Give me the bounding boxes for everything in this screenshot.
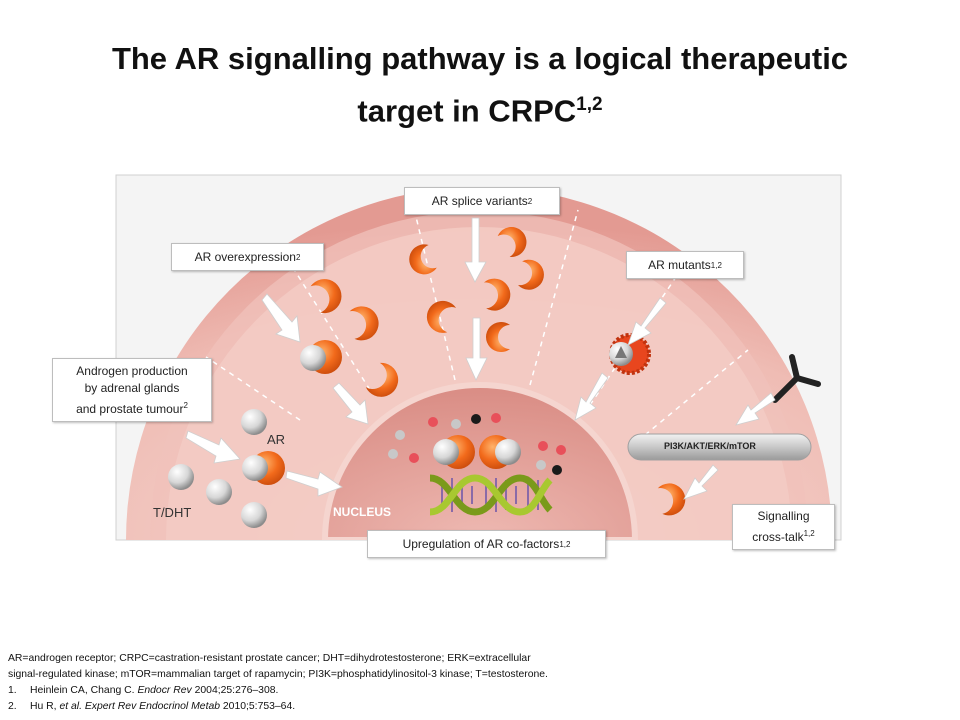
reference-details: 2004;25:276–308. <box>191 685 279 696</box>
nucleus <box>321 382 639 540</box>
reference-text: Hu R, <box>30 701 60 712</box>
androgen-sphere <box>168 464 194 490</box>
abbreviations-line2: signal-regulated kinase; mTOR=mammalian … <box>8 669 548 680</box>
receptor-icon <box>517 259 544 290</box>
callout-sup: 2 <box>527 196 533 206</box>
callout-line2: cross-talk <box>752 530 804 544</box>
callout-signalling-crosstalk: Signalling cross-talk1,2 <box>732 504 835 550</box>
mutant-receptor <box>609 333 651 375</box>
ar-dimers <box>433 435 521 469</box>
reference-journal: Endocr Rev <box>137 685 192 696</box>
page-title: The AR signalling pathway is a logical t… <box>80 36 880 134</box>
reference-details: 2010;5:753–64. <box>220 701 296 712</box>
co-factors <box>388 413 566 475</box>
nucleus-label: NUCLEUS <box>333 505 392 519</box>
androgen-sphere <box>241 502 267 528</box>
callout-line3: and prostate tumour <box>76 401 184 416</box>
arrow-to-nucleus-left <box>332 382 369 425</box>
callout-text: Upregulation of AR co-factors <box>402 536 560 551</box>
bound-receptor-overexpression <box>300 340 342 374</box>
arrows <box>185 217 776 500</box>
callout-text: AR splice variants <box>431 193 528 208</box>
callout-sup: 1,2 <box>559 539 571 549</box>
androgen-sphere <box>206 479 232 505</box>
pathway-pill <box>627 433 812 461</box>
receptor-icon <box>497 227 527 257</box>
receptor-icon <box>483 278 511 311</box>
arrow-receptor <box>735 392 776 426</box>
arrow-to-nucleus-bottom <box>285 470 343 497</box>
reference-text: Heinlein CA, Chang C. <box>30 685 138 696</box>
arrow-overexpression <box>261 293 301 343</box>
receptor-icon <box>409 244 437 275</box>
ar-receptors <box>310 227 686 516</box>
reference-number: 2. <box>8 701 17 712</box>
title-line2: target in CRPC <box>357 93 577 129</box>
title-sup: 1,2 <box>576 94 603 115</box>
arrow-splice-down-2 <box>465 317 488 381</box>
receptor-icon <box>365 362 399 397</box>
callout-sup: 1,2 <box>710 260 722 270</box>
androgen-molecules <box>168 409 267 528</box>
callout-androgen-production: Androgen production by adrenal glands an… <box>52 358 212 422</box>
reference-1: 1. Heinlein CA, Chang C. Endocr Rev 2004… <box>8 683 948 699</box>
receptor-icon <box>486 322 510 352</box>
reference-journal: et al. Expert Rev Endocrinol Metab <box>59 701 221 712</box>
arrow-crosstalk <box>683 464 719 500</box>
dna-helix <box>429 474 553 516</box>
callout-line2: by adrenal glands <box>84 380 180 395</box>
arrow-mutant <box>627 297 667 346</box>
footnotes: AR=androgen receptor; CRPC=castration-re… <box>8 651 948 715</box>
growth-factor-receptor-icon <box>772 354 821 403</box>
arrow-splice-down <box>464 217 487 283</box>
callout-text: AR mutants <box>648 257 711 272</box>
reference-2: 2. Hu R, et al. Expert Rev Endocrinol Me… <box>8 699 948 715</box>
callout-text: AR overexpression <box>194 249 296 264</box>
arrow-androgen <box>185 430 241 464</box>
tdht-label: T/DHT <box>153 505 192 520</box>
callout-sup: 2 <box>295 252 301 262</box>
androgen-sphere <box>241 409 267 435</box>
callout-line1: Signalling <box>757 509 810 523</box>
title-line1: The AR signalling pathway is a logical t… <box>111 41 849 76</box>
callout-sup: 2 <box>183 400 188 410</box>
callout-line1: Androgen production <box>76 363 188 378</box>
reference-number: 1. <box>8 685 17 696</box>
receptor-icon <box>310 279 342 314</box>
bound-receptor-cytoplasm <box>242 451 285 485</box>
receptor-icon <box>657 483 686 516</box>
callout-sup: 1,2 <box>803 529 815 538</box>
receptor-icon <box>426 300 457 333</box>
arrow-mutant-to-nucleus <box>574 372 609 421</box>
abbreviations-line1: AR=androgen receptor; CRPC=castration-re… <box>8 653 531 664</box>
ar-label: AR <box>267 432 286 447</box>
receptor-icon <box>349 306 379 341</box>
pathway-label: PI3K/AKT/ERK/mTOR <box>664 441 756 451</box>
